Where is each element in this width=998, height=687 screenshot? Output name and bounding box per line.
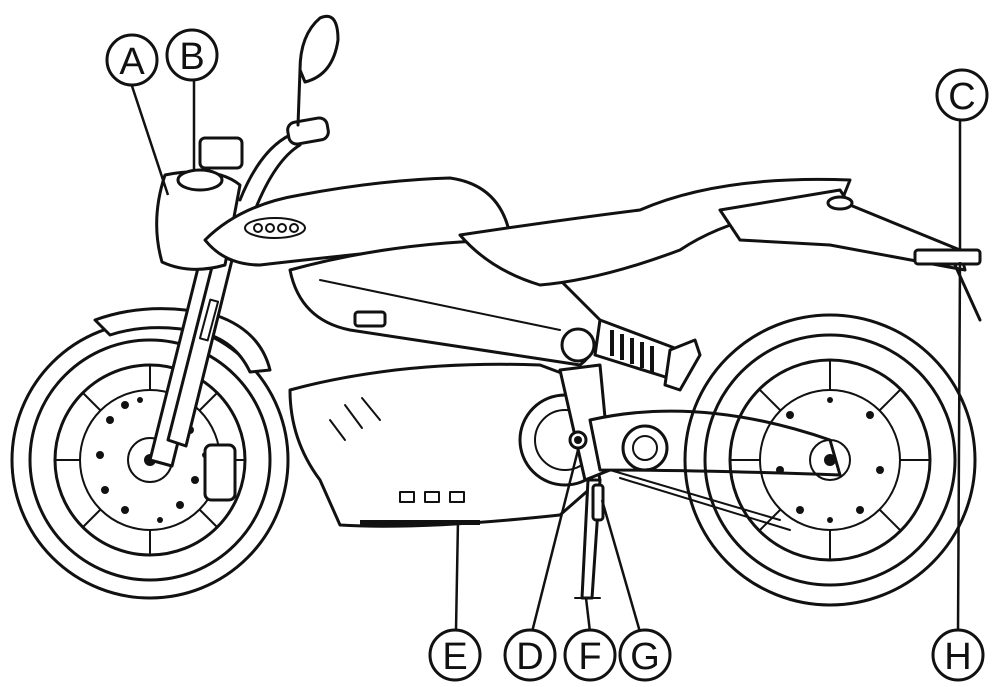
mirror <box>298 14 340 84</box>
tank-logo <box>244 217 306 239</box>
kickstand <box>574 478 605 600</box>
callout-d: D <box>503 628 557 682</box>
callout-d-label: D <box>516 636 543 678</box>
callout-g: G <box>618 628 672 682</box>
leader-lines <box>128 79 962 633</box>
front-wheel <box>10 320 290 600</box>
rear-wheel <box>683 313 977 607</box>
callout-b: B <box>165 28 219 82</box>
callout-h-label: H <box>944 636 971 678</box>
callout-e: E <box>428 628 482 682</box>
rear-shock <box>593 318 702 392</box>
callout-c: C <box>935 68 989 122</box>
callout-g-label: G <box>630 636 660 678</box>
handlebar <box>238 14 340 212</box>
front-fender <box>93 307 272 374</box>
callout-b-label: B <box>179 36 204 78</box>
callout-c-label: C <box>948 76 975 118</box>
callout-a: A <box>105 33 159 87</box>
callout-e-label: E <box>442 636 467 678</box>
callout-h: H <box>931 628 985 682</box>
instrument-cluster <box>198 136 244 170</box>
callout-a-label: A <box>119 41 145 83</box>
callout-f-label: F <box>578 636 601 678</box>
tail-light <box>913 248 982 266</box>
callout-f: F <box>563 628 617 682</box>
